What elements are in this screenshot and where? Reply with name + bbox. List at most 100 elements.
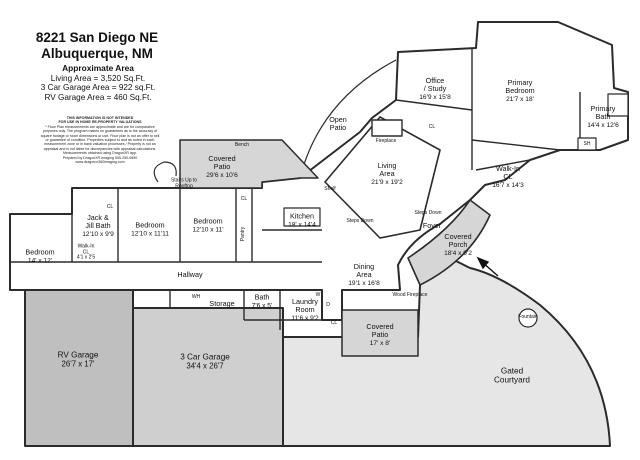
hallway-name: Hallway [177,269,203,279]
office-dims: 16'9 x 15'8 [419,94,451,102]
primary-bedroom-dims: 21'7 x 18' [506,96,534,104]
kitchen-island [283,207,321,227]
house-outline [9,21,629,321]
area-summary: Approximate Area Living Area = 3,520 Sq.… [18,63,178,102]
room-label-courtyard: Gated Courtyard [494,367,530,386]
bath-box [607,93,629,117]
laundry-dims: 11'6 x 9'2 [291,315,319,323]
disclaimer-body: * Floor Plan measurements are approximat… [40,124,160,156]
label-stairs: Stairs Up to Rooftop [170,177,198,189]
disclaimer-credit: Prepared by DragonXR Imaging 505-250-089… [62,155,138,160]
address-line-1: 8221 San Diego NE [35,30,159,45]
area-rv: RV Garage Area = 460 Sq.Ft. [44,92,152,102]
bedroom4-dims: 14' x 12' [27,257,53,265]
walkin-primary-name: Walk-In CL [495,164,521,182]
covered-porch-dims: 18'4 x 9'2 [444,250,472,258]
storage-name: Storage [209,298,235,308]
label-sh: SH [583,141,591,148]
bath-dims: 7'6 x 5' [251,302,273,310]
label-shelf: Shelf [324,186,336,193]
spiral-stairs [153,161,177,183]
label-bench: Bench [234,142,250,149]
label-fireplace: Fireplace [375,138,397,145]
covered-patio-bottom-name: Covered Patio [366,322,394,340]
area-garage3: 3 Car Garage Area = 922 sq.Ft. [40,83,156,93]
area-living: Living Area = 3,520 Sq.Ft. [50,73,146,83]
office-name: Office / Study [423,76,447,94]
area-heading: Approximate Area [62,63,134,73]
dining-dims: 19'1 x 16'8 [348,280,380,288]
label-pantry: Pantry [240,226,247,242]
rv-garage-dims: 26'7 x 17' [61,360,95,369]
wall [395,99,473,111]
disclaimer-line-2: FOR USE IN HOME RE-PROPERTY VALUATIONS [58,120,142,125]
covered-patio-top-outline [179,139,319,189]
room-label-hallway: Hallway [177,269,203,279]
bedroom2-name: Bedroom [135,220,165,230]
covered-patio-top-name: Covered Patio [208,154,236,172]
shower-box [577,137,597,151]
rv-garage-name: RV Garage [57,350,99,360]
living-dims: 21'9 x 19'2 [371,179,403,187]
label-cl-office: CL [428,124,436,131]
kitchen-dims: 18' x 14'4 [288,221,316,229]
label-d: D [326,302,330,309]
primary-bedroom-name: Primary Bedroom [505,78,535,96]
address-title: 8221 San Diego NE Albuquerque, NM [22,30,172,62]
covered-patio-bottom-outline [341,309,419,357]
disclaimer-site: www.dragonxr360imaging.com [75,160,125,165]
wall [471,139,561,151]
label-cl-laundry: CL [330,320,338,327]
bedroom2-dims: 12'10 x 11'11 [131,230,169,238]
primary-bath-name: Primary Bath [590,104,616,122]
label-wh: WH [191,294,201,301]
jack-jill-name: Jack & Jill Bath [85,213,111,231]
open-patio-arc [299,59,397,179]
covered-porch-name: Covered Porch [444,232,472,250]
room-label-foyer: Foyer [422,220,442,230]
entrance-arrow-icon [476,256,499,277]
disclaimer-line-1: THIS INFORMATION IS NOT INTENDED [66,116,134,120]
rv-garage-outline [24,289,134,447]
open-patio-name: Open Patio [329,114,347,132]
walkin-primary-dims: 16'7 x 14'3 [492,182,524,190]
covered-patio-bottom-dims: 17' x 8' [369,340,391,348]
disclaimer: THIS INFORMATION IS NOT INTENDED FOR USE… [40,116,160,164]
bedroom3-dims: 12'10 x 11' [192,226,224,234]
living-name: Living Area [377,161,397,179]
label-cl-bedroom: CL [106,204,114,211]
courtyard-name: Gated Courtyard [494,366,530,385]
label-wood-fireplace: Wood Fireplace [392,292,428,299]
living-area-walls [324,116,441,239]
foyer-name: Foyer [422,220,442,230]
wall [475,159,531,171]
bedroom3-name: Bedroom [193,216,223,226]
label-steps-down: Steps Down [346,218,374,225]
garage3-dims: 34'4 x 26'7 [186,362,224,371]
kitchen-name: Kitchen [290,211,314,221]
bedroom4-name: Bedroom [25,247,55,257]
covered-porch-outline [407,199,491,286]
label-fountain: Fountain [518,314,538,321]
label-w: W [315,292,321,299]
covered-patio-top-dims: 29'6 x 10'6 [206,172,238,180]
